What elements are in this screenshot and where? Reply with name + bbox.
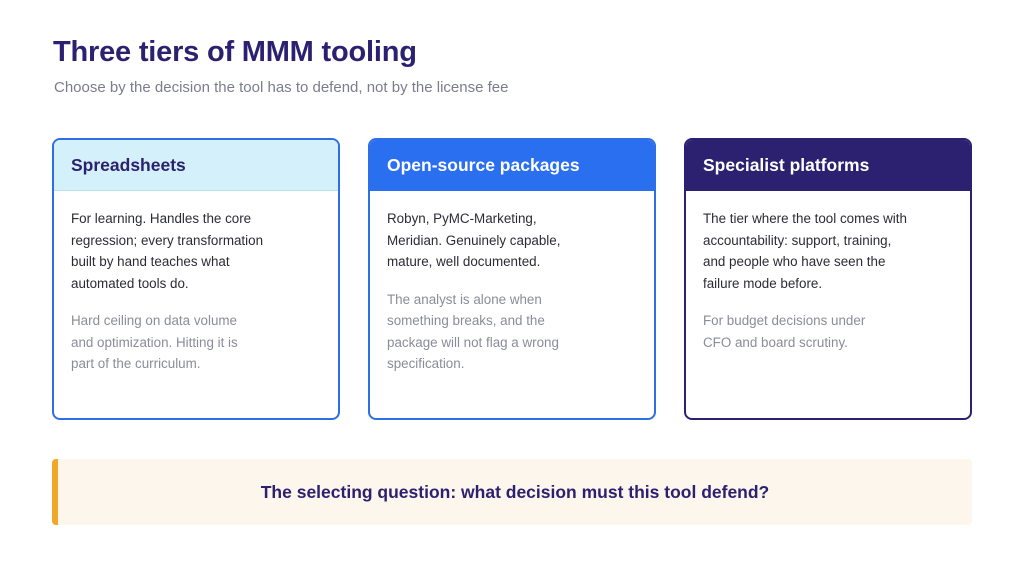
card-primary-text: The tier where the tool comes with accou… bbox=[703, 211, 907, 291]
card-body: For learning. Handles the core regressio… bbox=[54, 191, 338, 375]
card-heading: Open-source packages bbox=[370, 140, 654, 191]
selecting-question-callout: The selecting question: what decision mu… bbox=[52, 459, 972, 525]
card-secondary-text: The analyst is alone when something brea… bbox=[387, 291, 559, 372]
card-secondary-text: Hard ceiling on data volume and optimiza… bbox=[71, 313, 238, 371]
card-body: The tier where the tool comes with accou… bbox=[686, 191, 970, 353]
card-spreadsheets: Spreadsheets For learning. Handles the c… bbox=[52, 138, 340, 420]
card-heading: Spreadsheets bbox=[54, 140, 338, 191]
card-heading: Specialist platforms bbox=[686, 140, 970, 191]
page-title: Three tiers of MMM tooling bbox=[53, 36, 417, 68]
card-primary-text: For learning. Handles the core regressio… bbox=[71, 211, 264, 291]
card-primary-text: Robyn, PyMC-Marketing, Meridian. Genuine… bbox=[387, 211, 561, 269]
card-open-source-packages: Open-source packages Robyn, PyMC-Marketi… bbox=[368, 138, 656, 420]
card-body: Robyn, PyMC-Marketing, Meridian. Genuine… bbox=[370, 191, 654, 375]
card-specialist-platforms: Specialist platforms The tier where the … bbox=[684, 138, 972, 420]
page-subtitle: Choose by the decision the tool has to d… bbox=[54, 79, 509, 96]
card-secondary-text: For budget decisions under CFO and board… bbox=[703, 313, 866, 350]
